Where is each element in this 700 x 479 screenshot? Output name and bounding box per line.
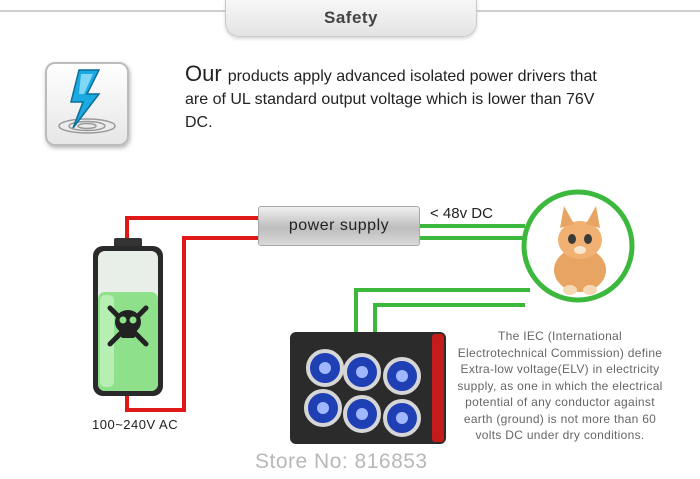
lightning-icon — [45, 62, 129, 146]
power-supply-label: power supply — [288, 217, 390, 234]
power-supply-box: power supply — [258, 206, 420, 246]
store-watermark: Store No: 816853 — [255, 450, 428, 473]
led-light-image — [290, 332, 446, 444]
dc-voltage-label: < 48v DC — [430, 205, 493, 222]
intro-body: products apply advanced isolated power d… — [185, 68, 597, 131]
red-wire-outer — [125, 216, 258, 240]
iec-description: The IEC (International Electrotechnical … — [457, 329, 663, 442]
green-wire-lower-2 — [373, 303, 525, 335]
section-title: Safety — [323, 8, 379, 27]
green-wire-lower-1 — [354, 288, 530, 335]
intro-lead: Our — [185, 61, 222, 86]
red-wire-inner — [182, 236, 258, 400]
ac-voltage-label: 100~240V AC — [92, 417, 179, 432]
kitten-image — [521, 189, 635, 303]
red-wire-bottom — [125, 395, 186, 412]
section-tab: Safety — [225, 0, 477, 37]
skull-icon — [107, 305, 149, 347]
